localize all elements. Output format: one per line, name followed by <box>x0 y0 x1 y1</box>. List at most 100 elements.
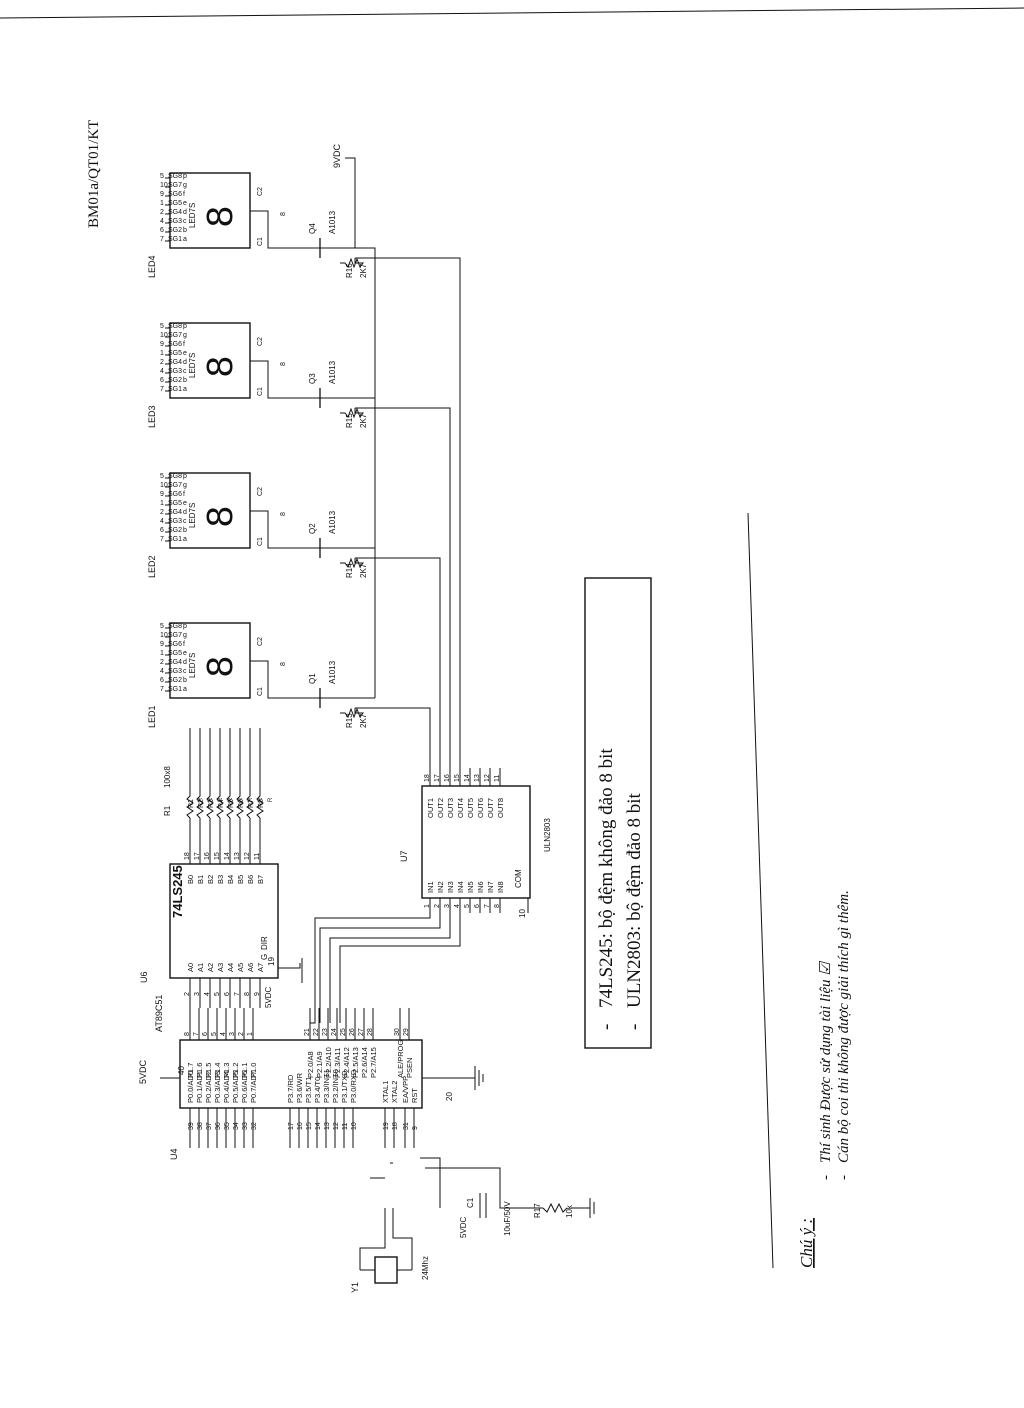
led-pin-number: 10 <box>160 482 168 489</box>
led-pin-number: 6 <box>160 227 164 234</box>
u4-pin-label-ale: PSEN <box>405 1058 414 1078</box>
note-item-2: ULN2803: bộ đệm đảo 8 bit <box>624 792 645 1008</box>
svg-text:-: - <box>836 1175 852 1180</box>
u4-pin-number-p3: 16 <box>297 1122 304 1130</box>
led-segment-letter: a <box>183 236 187 243</box>
u4-body <box>179 1039 423 1109</box>
u4-pin-label-p0: P0.1/AD1 <box>195 1071 204 1103</box>
resistor-ref: R16 <box>345 263 354 278</box>
led-common-label: C1 <box>257 237 264 246</box>
transistor-part: A1013 <box>328 210 337 234</box>
u7-pins: IN11IN22IN33IN44IN55IN66IN77IN88OUT118OU… <box>424 768 505 913</box>
u6-g-label: G <box>260 954 269 960</box>
led-common-label: C1 <box>257 537 264 546</box>
led-ref: LED4 <box>147 255 157 278</box>
u4-pin-number-p3: 15 <box>306 1122 313 1130</box>
u7-ref: U7 <box>399 850 409 862</box>
led-segment-letter: a <box>183 536 187 543</box>
u4-pin-number-p0: 34 <box>233 1122 240 1130</box>
led-part: LED7S <box>188 653 197 678</box>
u7-pin-label-in: IN2 <box>436 881 445 893</box>
u7-pin-number-out: 14 <box>464 774 471 782</box>
u7-pin-number-in: 1 <box>424 904 431 908</box>
u7-pin-label-in: IN4 <box>456 881 465 893</box>
r1-resistor <box>256 728 264 819</box>
u4-pin-label-p2: P2.0/A8 <box>306 1051 315 1078</box>
u6-pin-number-a: 4 <box>204 992 211 996</box>
led-common-pin: 8 <box>280 512 287 516</box>
r1-resistor-tail: R <box>198 797 204 802</box>
u4-pin-label-p3: P3.1/TXD <box>340 1070 349 1103</box>
u4-pin-number-p0: 37 <box>206 1122 213 1130</box>
footer-notes: Chú ý : Thí sinh Được sử dụng tài liệu ☑… <box>797 890 852 1268</box>
u4-ref: U4 <box>169 1148 179 1160</box>
u6-pin-label-b: B3 <box>216 875 225 884</box>
resistor-value: 2K7 <box>359 563 368 578</box>
u7-pin-label-in: IN8 <box>496 881 505 893</box>
u7-pin-number-out: 15 <box>454 774 461 782</box>
u6-pin-number-a: 3 <box>194 992 201 996</box>
led-segment-letter: f <box>183 191 185 198</box>
divider-line <box>747 512 774 1269</box>
r1-resistor-tail: R <box>268 797 274 802</box>
u4-pin-label-p2: P2.5/A13 <box>351 1047 360 1078</box>
u4-pin-label-p2: P2.7/A15 <box>369 1047 378 1078</box>
u4-gnd-pin: 20 <box>445 1092 454 1101</box>
led-pin-number: 5 <box>160 623 164 630</box>
u4-pin-number-p1: 8 <box>184 1032 191 1036</box>
led-pin-number: 10 <box>160 632 168 639</box>
led-segment-letter: c <box>183 668 187 675</box>
u4-pin-number-p2: 27 <box>358 1028 365 1036</box>
u6-pin-label-a: A5 <box>236 963 245 972</box>
u6-pin-number-b: 12 <box>244 852 251 860</box>
u4-pin-number-p1: 7 <box>193 1032 200 1036</box>
u4-pin-label-ctrl: EA/VPP <box>401 1076 410 1103</box>
u7-pin-number-out: 11 <box>494 775 501 782</box>
u4-pin-number-p3: 14 <box>315 1122 322 1130</box>
led-segment-label: SG4 <box>168 509 182 516</box>
vcc-9v-label: 9VDC <box>332 143 342 168</box>
u4-pin-number-ale: 30 <box>394 1028 401 1036</box>
led-pin-number: 9 <box>160 491 164 498</box>
led-segment-letter: e <box>183 350 187 357</box>
u4-pin-label-p3: P3.0/RXD <box>349 1069 358 1103</box>
led-segment-label: SG6 <box>168 191 182 198</box>
u6-pin-label-b: B0 <box>186 875 195 884</box>
led-common-pin: 8 <box>280 362 287 366</box>
u6-pin-number-a: 6 <box>224 992 231 996</box>
led-ref: LED1 <box>147 705 157 728</box>
u4-pin-number-p1: 1 <box>247 1032 254 1036</box>
r1-resistor <box>236 728 244 819</box>
u7-pin-number-out: 16 <box>444 774 451 782</box>
u4-pin-number-p0: 35 <box>224 1122 231 1130</box>
led-pin-number: 1 <box>160 200 164 207</box>
u6-pin-label-b: B7 <box>256 875 265 884</box>
led-pin-number: 5 <box>160 323 164 330</box>
r1-resistor <box>186 728 194 819</box>
led-common-label: C1 <box>257 387 264 396</box>
led-segment-label: SG6 <box>168 641 182 648</box>
crystal-ref: Y1 <box>350 1282 360 1293</box>
u4-pin-number-p0: 36 <box>215 1122 222 1130</box>
u6-pin-label-a: A3 <box>216 963 225 972</box>
seven-segment-icon: 8 <box>201 205 244 228</box>
u4-pin-number-p3: 13 <box>324 1122 331 1130</box>
u6-vcc-label: 5VDC <box>264 986 273 1008</box>
r1-resistor <box>226 728 234 819</box>
u7-pin-label-in: IN6 <box>476 881 485 893</box>
led-common-wire <box>250 660 300 699</box>
r1-value: 100x8 <box>163 766 172 788</box>
u6-pin-number-a: 9 <box>254 992 261 996</box>
led-segment-label: SG8 <box>168 323 182 330</box>
u6-pin-number-a: 5 <box>214 992 221 996</box>
u4-pin-number-p0: 38 <box>197 1122 204 1130</box>
u4-pin-label-p3: P3.3/INT1 <box>322 1069 331 1103</box>
led-segment-letter: p <box>183 473 187 480</box>
seven-segment-icon: 8 <box>201 355 244 378</box>
led-pin-number: 7 <box>160 236 164 243</box>
u4-pin-label-p0: P0.4/AD4 <box>222 1071 231 1103</box>
